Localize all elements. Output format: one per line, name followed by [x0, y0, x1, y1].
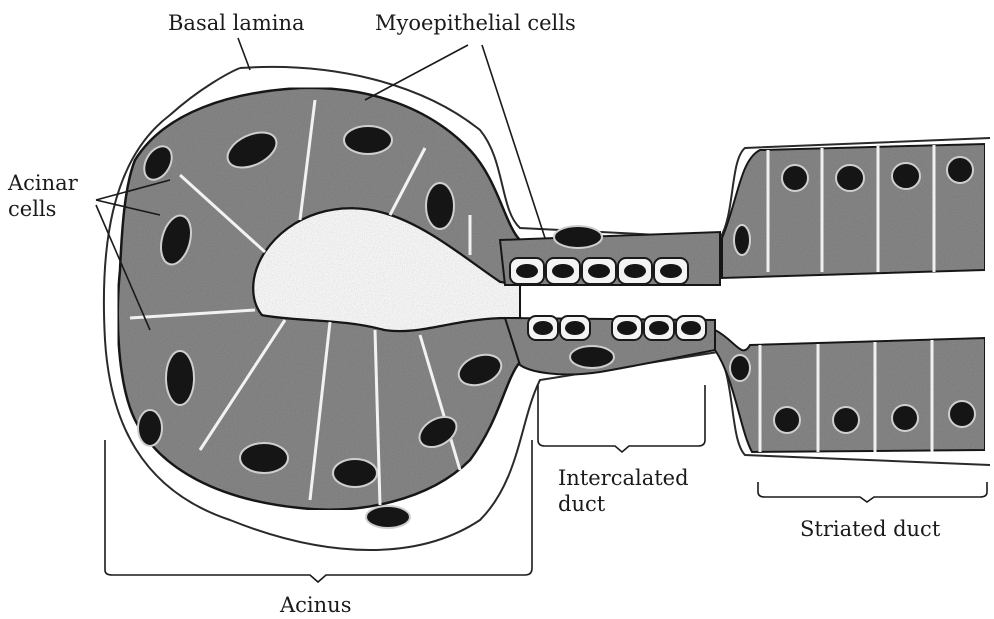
striated-nucleus: [892, 405, 918, 431]
label-striated-duct: Striated duct: [800, 516, 940, 542]
acinar-nucleus: [344, 126, 392, 154]
label-myoepithelial-cells: Myoepithelial cells: [375, 10, 576, 36]
striated-nucleus: [947, 157, 973, 183]
striated-nucleus: [892, 163, 920, 189]
striated-nucleus: [833, 407, 859, 433]
intercalated-bracket: [538, 385, 705, 452]
striated-nucleus: [730, 355, 750, 381]
striated-duct-lower: [715, 330, 985, 452]
acinar-nucleus: [166, 351, 194, 405]
striated-nucleus: [782, 165, 808, 191]
acinar-nucleus: [366, 506, 410, 528]
myoepithelial-nucleus: [570, 346, 614, 368]
acinar-nucleus: [138, 410, 162, 446]
striated-bracket: [758, 482, 987, 502]
label-basal-lamina: Basal lamina: [168, 10, 305, 36]
acinar-nucleus: [426, 183, 454, 229]
striated-nucleus: [734, 225, 750, 255]
striated-nucleus: [836, 165, 864, 191]
striated-duct-upper: [722, 144, 985, 278]
acinar-nucleus: [333, 459, 377, 487]
leader-basal-lamina: [238, 38, 250, 70]
striated-nucleus: [774, 407, 800, 433]
striated-nucleus: [949, 401, 975, 427]
myoepithelial-nucleus: [554, 226, 602, 248]
label-acinus: Acinus: [280, 592, 351, 618]
leader-myoepithelial-1: [365, 45, 468, 100]
acinar-nucleus: [240, 443, 288, 473]
label-intercalated-duct: Intercalated duct: [558, 465, 689, 518]
label-acinar-cells: Acinar cells: [8, 170, 78, 223]
